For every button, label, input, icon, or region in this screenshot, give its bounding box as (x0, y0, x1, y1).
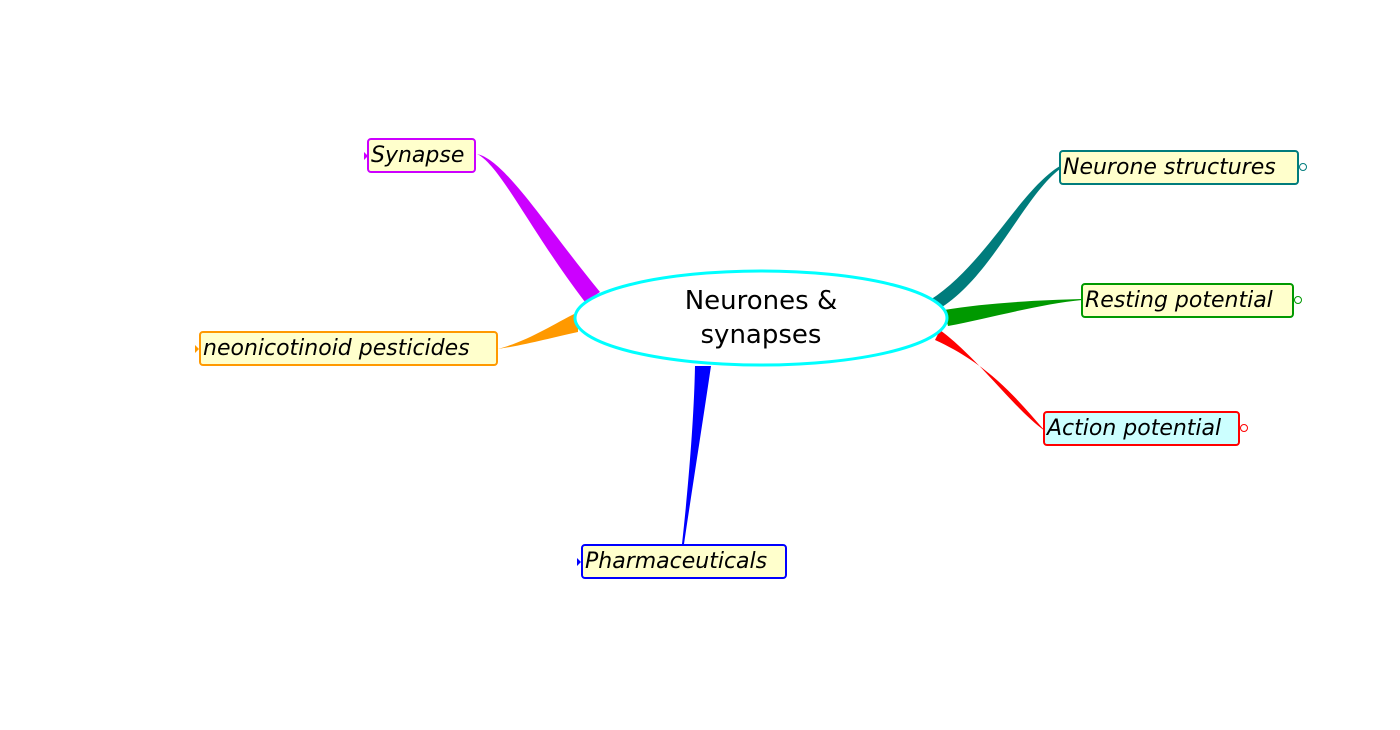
node-pharmaceuticals[interactable]: Pharmaceuticals (581, 544, 787, 579)
central-topic-ellipse (573, 269, 949, 367)
node-action-potential[interactable]: Action potential (1043, 411, 1240, 446)
node-resting-potential[interactable]: Resting potential (1081, 283, 1294, 318)
central-topic[interactable]: Neurones & synapses (575, 270, 947, 366)
node-neonicotinoid-pesticides[interactable]: neonicotinoid pesticides (199, 331, 498, 366)
collapse-marker-icon[interactable] (195, 345, 199, 353)
link-action-potential (935, 330, 1045, 431)
fold-circle-icon[interactable] (1294, 296, 1302, 304)
fold-circle-icon[interactable] (1240, 424, 1248, 432)
node-label: Resting potential (1085, 287, 1273, 313)
node-label: Action potential (1047, 415, 1222, 441)
fold-circle-icon[interactable] (1299, 163, 1307, 171)
node-neurone-structures[interactable]: Neurone structures (1059, 150, 1299, 185)
link-synapse (477, 154, 600, 302)
link-resting-potential (944, 299, 1082, 326)
node-label: Pharmaceuticals (585, 548, 768, 574)
collapse-marker-icon[interactable] (577, 558, 581, 566)
node-label: Neurone structures (1063, 154, 1276, 180)
node-label: neonicotinoid pesticides (203, 335, 470, 361)
collapse-marker-icon[interactable] (364, 152, 368, 160)
node-synapse[interactable]: Synapse (367, 138, 476, 173)
central-topic-line2: synapses (700, 320, 822, 350)
link-neurone-structures (930, 166, 1060, 307)
link-neonicotinoid (498, 312, 578, 349)
link-pharmaceuticals (682, 366, 711, 544)
central-topic-line1: Neurones & (684, 286, 838, 316)
node-label: Synapse (371, 142, 465, 168)
